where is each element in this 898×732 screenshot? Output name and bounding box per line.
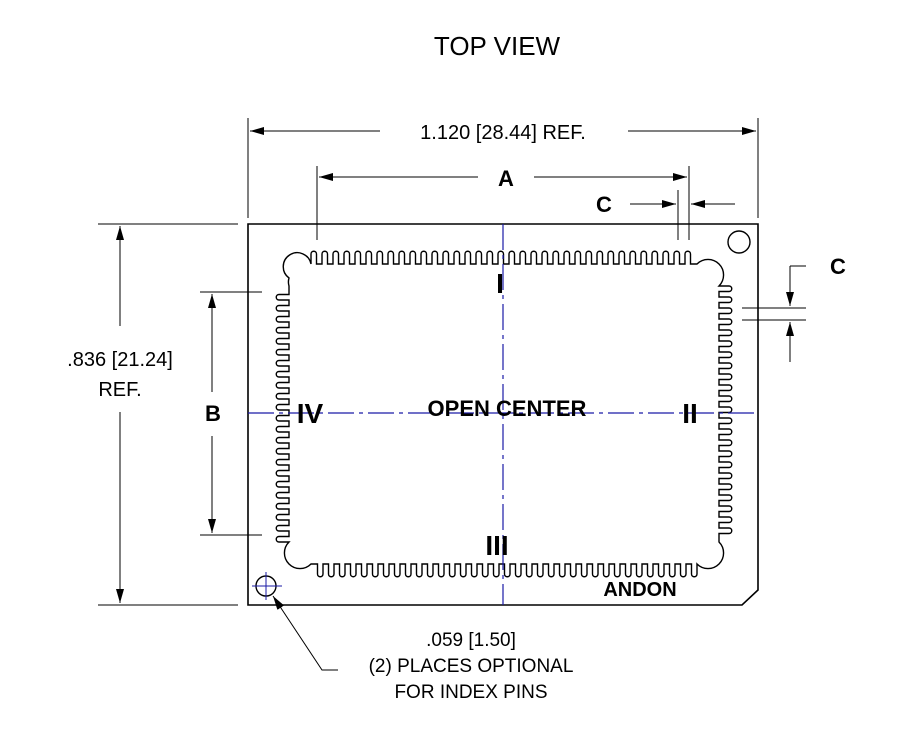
side-iv-label: IV <box>297 398 324 429</box>
side-iii-label: III <box>485 530 508 561</box>
height-dimension <box>98 223 238 606</box>
side-i-label: I <box>496 268 504 299</box>
height-ref-label-line2: REF. <box>98 379 141 401</box>
width-ref-label: 1.120 [28.44] REF. <box>420 122 586 144</box>
dimension-c-top <box>630 190 735 240</box>
brand-marking: ANDON <box>603 579 676 601</box>
package-outline <box>247 223 759 606</box>
dimension-a-label: A <box>498 166 514 191</box>
index-pin-note-line2: (2) PLACES OPTIONAL <box>369 656 574 677</box>
dimension-b <box>200 291 262 536</box>
width-dimension <box>247 114 759 218</box>
index-pin-hole-bottom-left <box>252 572 282 600</box>
side-ii-label: II <box>682 398 698 429</box>
dimension-c-top-label: C <box>596 192 612 217</box>
drawing-title: TOP VIEW <box>434 31 561 61</box>
index-pin-note-line1: .059 [1.50] <box>426 630 516 651</box>
index-pin-note-line3: FOR INDEX PINS <box>394 682 547 703</box>
height-ref-label-line1: .836 [21.24] <box>67 349 173 371</box>
dimension-c-right <box>742 265 806 362</box>
index-pin-hole-top-right <box>727 230 751 254</box>
index-pin-leader <box>272 595 338 671</box>
dimension-c-right-label: C <box>830 254 846 279</box>
open-center-label: OPEN CENTER <box>428 396 587 421</box>
open-center-outline <box>275 250 733 578</box>
dimension-b-label: B <box>205 401 221 426</box>
